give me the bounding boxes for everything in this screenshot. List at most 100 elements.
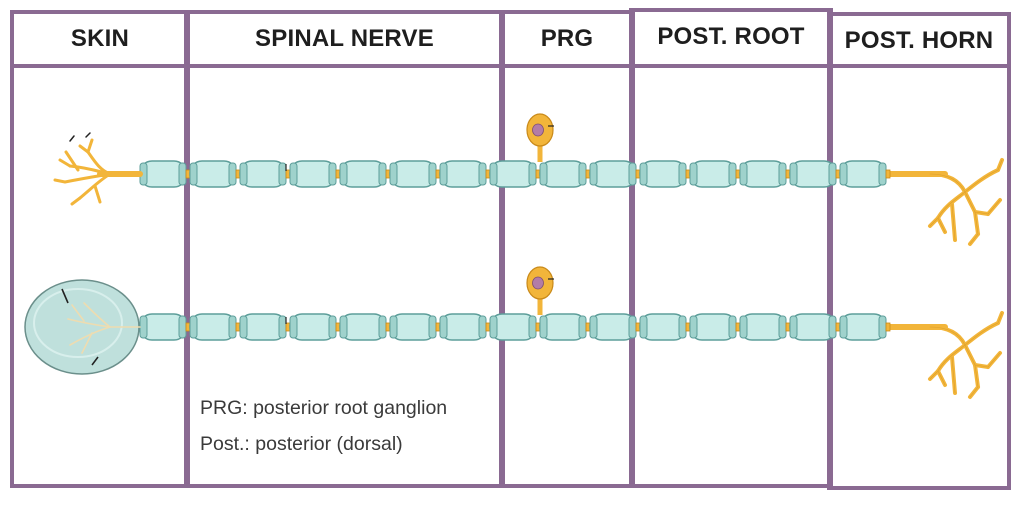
myelin-cuff xyxy=(828,315,837,339)
nerve-fibers xyxy=(24,113,1004,399)
myelin-segment xyxy=(139,160,187,188)
terminal-branch-outline xyxy=(929,312,1003,398)
myelin-cuff xyxy=(839,162,848,186)
myelin-segment xyxy=(239,313,287,341)
column-borders xyxy=(10,8,1011,490)
myelin-cuff xyxy=(389,315,398,339)
myelin-cuff xyxy=(728,162,737,186)
myelin-segment xyxy=(339,160,387,188)
receptor-branch xyxy=(78,172,112,200)
myelin-segment xyxy=(839,313,887,341)
myelin-segment xyxy=(689,313,737,341)
myelin-cuff xyxy=(628,315,637,339)
myelin-segment xyxy=(739,313,787,341)
header-skin: SKIN xyxy=(70,25,130,52)
myelin-segment xyxy=(789,313,837,341)
header-prg: PRG xyxy=(540,25,594,52)
corpuscle-fibril xyxy=(67,318,111,328)
myelin-segment xyxy=(789,160,837,188)
free-nerve-ending xyxy=(53,132,143,206)
myelin-cuff xyxy=(239,315,248,339)
myelin-segment xyxy=(539,160,587,188)
central-terminal-branches xyxy=(928,158,1004,246)
column-frame-post-horn xyxy=(827,12,1011,490)
cell-nucleus xyxy=(532,276,544,290)
myelin-segment xyxy=(589,160,637,188)
header-post-root: POST. ROOT xyxy=(657,23,805,50)
column-frame-prg xyxy=(499,10,635,488)
receptor-branch xyxy=(78,144,90,154)
myelin-cuff xyxy=(339,162,348,186)
myelin-cuff xyxy=(428,315,437,339)
corpuscle-nerve-fibrils xyxy=(67,302,141,354)
myelin-cuff xyxy=(239,162,248,186)
terminal-branch xyxy=(963,168,1000,194)
myelin-segment xyxy=(189,160,237,188)
myelin-segment xyxy=(739,160,787,188)
myelin-cuff xyxy=(789,162,798,186)
myelin-cuff xyxy=(589,162,598,186)
corpuscle-inner-layer xyxy=(33,288,123,358)
receptor-marker xyxy=(69,135,75,142)
terminal-branch-outline xyxy=(929,159,1003,245)
myelin-segment xyxy=(389,160,437,188)
receptor-branch xyxy=(70,196,82,206)
corpuscle-fibril xyxy=(69,326,111,346)
myelin-cuff xyxy=(139,315,148,339)
myelin-segment xyxy=(289,313,337,341)
myelin-segment xyxy=(489,313,537,341)
myelin-cuff xyxy=(489,315,498,339)
myelin-cuff xyxy=(178,162,187,186)
myelin-cuff xyxy=(289,162,298,186)
node-of-ranvier xyxy=(885,322,891,332)
myelin-cuff xyxy=(439,315,448,339)
receptor-branch xyxy=(53,178,67,184)
capsule-marker xyxy=(61,288,69,304)
myelin-segment xyxy=(439,313,487,341)
myelin-cuff xyxy=(639,162,648,186)
header-post-horn: POST. HORN xyxy=(844,27,994,54)
myelin-cuff xyxy=(678,315,687,339)
column-frame-post-root xyxy=(629,8,833,488)
neuron-free-nerve-ending xyxy=(97,113,1004,246)
myelin-cuff xyxy=(178,315,187,339)
terminal-branch xyxy=(963,321,1000,347)
myelin-cuff xyxy=(389,162,398,186)
myelin-segment xyxy=(839,160,887,188)
myelin-cuff xyxy=(628,162,637,186)
myelin-cuff xyxy=(528,162,537,186)
myelin-segment xyxy=(289,160,337,188)
myelin-cuff xyxy=(328,315,337,339)
myelin-cuff xyxy=(739,162,748,186)
myelin-cuff xyxy=(639,315,648,339)
myelin-cuff xyxy=(578,162,587,186)
myelin-cuff xyxy=(278,162,287,186)
capsule-marker xyxy=(91,356,99,366)
myelin-segment xyxy=(139,313,187,341)
myelin-cuff xyxy=(339,315,348,339)
receptor-branch xyxy=(93,184,102,204)
header-spinal-nerve: SPINAL NERVE xyxy=(255,25,434,52)
neuron-encapsulated-ending xyxy=(97,266,1004,399)
myelin-cuff xyxy=(778,315,787,339)
myelin-cuff xyxy=(189,162,198,186)
column-frame-skin xyxy=(10,10,190,488)
myelin-segment xyxy=(639,160,687,188)
myelin-cuff xyxy=(778,162,787,186)
myelin-segment xyxy=(589,313,637,341)
myelin-cuff xyxy=(839,315,848,339)
myelin-cuff xyxy=(428,162,437,186)
myelin-cuff xyxy=(528,315,537,339)
receptor-branch xyxy=(64,150,80,172)
myelin-cuff xyxy=(878,315,887,339)
myelin-cuff xyxy=(878,162,887,186)
myelin-cuff xyxy=(828,162,837,186)
receptor-marker xyxy=(85,132,91,138)
myelin-cuff xyxy=(289,315,298,339)
legend-post-definition: Post.: posterior (dorsal) xyxy=(200,433,403,455)
encapsulated-corpuscle xyxy=(24,279,141,375)
myelin-cuff xyxy=(228,315,237,339)
myelin-segment xyxy=(239,160,287,188)
myelin-cuff xyxy=(739,315,748,339)
